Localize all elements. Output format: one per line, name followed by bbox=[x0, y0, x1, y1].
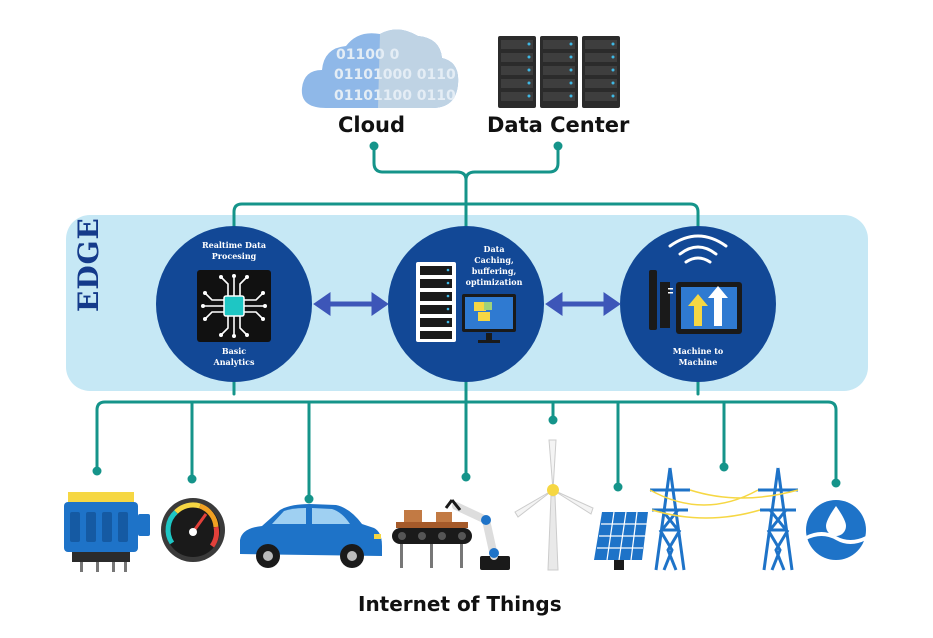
engine-icon bbox=[64, 492, 150, 572]
node-right-bottom-line1: Machine to bbox=[672, 346, 724, 356]
node-left-bottom-line1: Basic bbox=[221, 346, 247, 356]
bidirectional-arrow-icon bbox=[313, 292, 389, 316]
car-icon bbox=[240, 504, 382, 568]
node-left-bottom-line2: Analytics bbox=[213, 357, 255, 367]
speedometer-icon bbox=[161, 498, 225, 562]
bidirectional-arrow-icon bbox=[545, 292, 621, 316]
iot-label: Internet of Things bbox=[358, 592, 562, 616]
cloud-icon bbox=[301, 29, 459, 109]
cloud-binary-line: 01101000 0110 bbox=[334, 67, 456, 83]
server-monitor-icon bbox=[416, 262, 516, 343]
cloud-label: Cloud bbox=[338, 113, 406, 137]
cpu-chip-icon bbox=[197, 270, 271, 342]
data-center-label: Data Center bbox=[487, 113, 630, 137]
node-left-top-line1: Realtime Data bbox=[201, 240, 267, 250]
water-drop-icon bbox=[806, 500, 866, 560]
node-center-line1: Data bbox=[483, 244, 505, 254]
solar-panel-icon bbox=[594, 511, 648, 570]
server-rack-icon bbox=[498, 36, 620, 108]
node-center-line4: optimization bbox=[465, 277, 523, 287]
device-connector-dots bbox=[92, 415, 841, 504]
edge-title: EDGE bbox=[72, 217, 105, 312]
robot-arm-conveyor-icon bbox=[392, 499, 510, 570]
cloud-connector-dot bbox=[369, 141, 379, 151]
wireless-signal-icon bbox=[668, 234, 728, 264]
node-left-top-line2: Procesing bbox=[211, 251, 257, 261]
cloud-binary-line: 01100 0 bbox=[336, 47, 400, 63]
node-center-line2: Caching, bbox=[474, 255, 514, 265]
upper-connectors bbox=[232, 144, 700, 230]
lower-connectors bbox=[95, 374, 838, 500]
cloud-binary-line: 01101100 0110 bbox=[334, 88, 456, 104]
node-right-bottom-line2: Machine bbox=[678, 357, 718, 367]
wind-turbine-icon bbox=[514, 439, 594, 571]
datacenter-connector-dot bbox=[553, 141, 563, 151]
power-tower-icon bbox=[649, 467, 799, 571]
node-center-line3: buffering, bbox=[471, 266, 517, 276]
machine-display-icon bbox=[649, 270, 742, 334]
